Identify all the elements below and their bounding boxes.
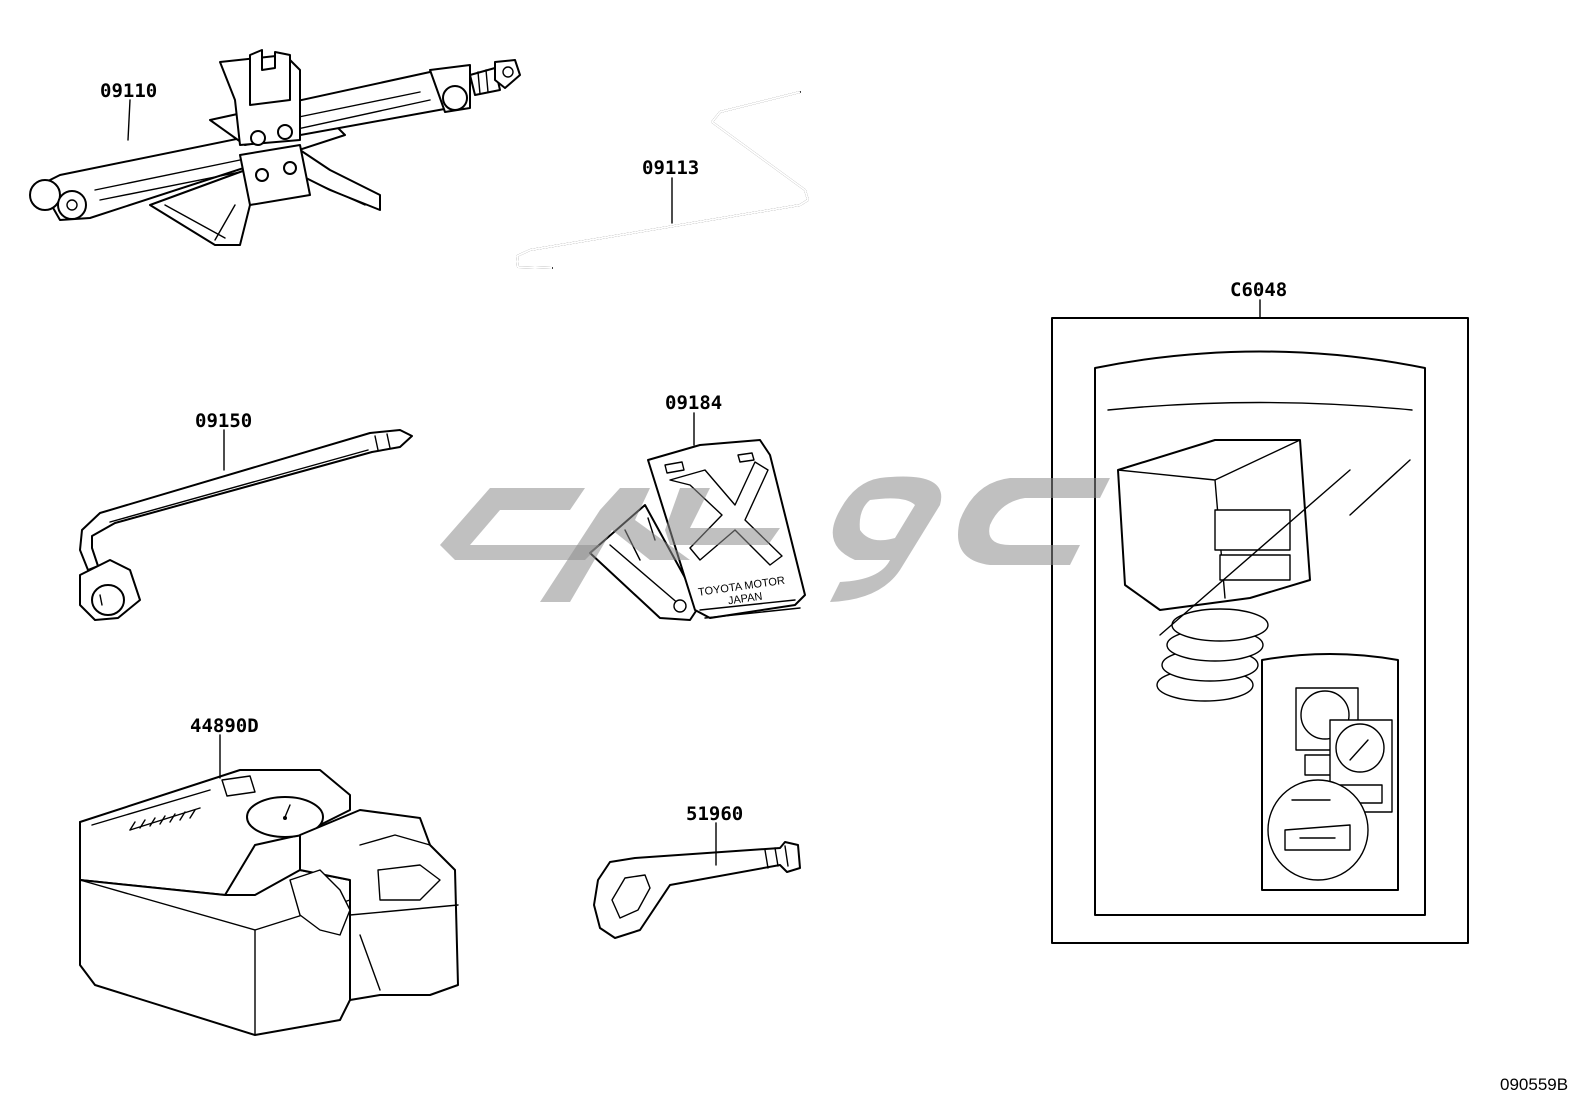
tire-compressor[interactable] xyxy=(79,769,459,1036)
part-number-09184: 09184 xyxy=(665,392,722,414)
jack-handle[interactable] xyxy=(516,91,809,269)
towing-eye[interactable] xyxy=(593,841,801,939)
part-number-C6048: C6048 xyxy=(1230,279,1287,301)
wheel-wrench[interactable] xyxy=(79,429,413,621)
scissor-jack[interactable] xyxy=(29,49,521,246)
part-number-51960: 51960 xyxy=(686,803,743,825)
diagram-reference-code: 090559B xyxy=(1500,1075,1568,1094)
part-number-09150: 09150 xyxy=(195,410,252,432)
chock-label-line2: JAPAN xyxy=(727,591,763,608)
watermark-logo xyxy=(440,476,1110,602)
part-number-44890D: 44890D xyxy=(190,715,259,737)
leader-09110 xyxy=(127,99,131,141)
tool-bag-kit[interactable] xyxy=(1051,317,1469,944)
part-number-09113: 09113 xyxy=(642,157,699,179)
part-number-09110: 09110 xyxy=(100,80,157,102)
